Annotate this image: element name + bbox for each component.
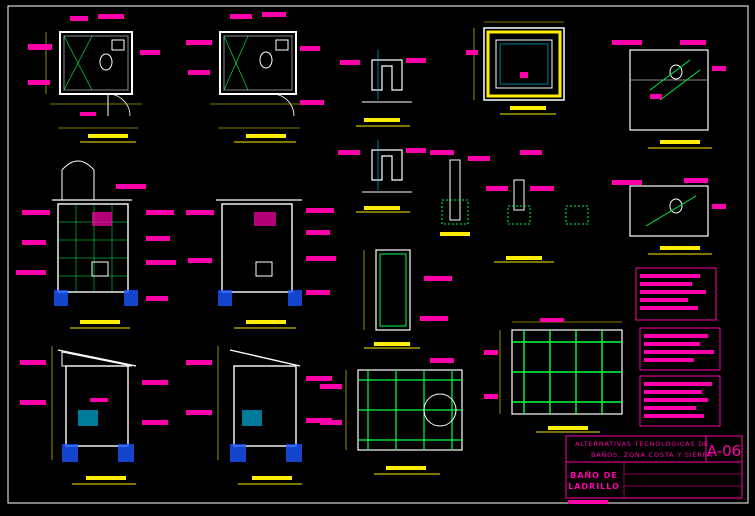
slab-plan <box>466 21 565 115</box>
roof-plan <box>484 318 623 433</box>
drawing-title-line2: LADRILLO <box>568 482 620 491</box>
sheet-frame <box>7 5 749 504</box>
foundation-plan <box>320 358 463 475</box>
wall-detail-2 <box>338 140 426 213</box>
plan-view-1 <box>28 14 160 143</box>
notes-box-2 <box>639 327 721 371</box>
section-view-3 <box>20 346 168 485</box>
section-view-1 <box>16 160 176 329</box>
title-block <box>565 435 743 504</box>
section-view-4 <box>186 346 332 485</box>
drawing-title-line1: BAÑO DE <box>570 470 618 480</box>
notes-box-3 <box>639 375 721 427</box>
sheet-number: A-06 <box>707 442 741 460</box>
project-name-line2: BAÑOS, ZONA COSTA Y SIERRA <box>591 450 713 459</box>
wall-detail-1 <box>340 50 426 127</box>
footing-detail-2 <box>486 150 589 263</box>
footing-detail-1 <box>430 150 490 236</box>
installation-plan-2 <box>612 178 726 255</box>
installation-plan-1 <box>612 40 726 149</box>
section-view-2 <box>186 199 336 329</box>
plan-view-2 <box>186 12 324 143</box>
project-name-line1: ALTERNATIVAS TECNOLOGICAS DE <box>575 440 709 448</box>
door-elevation <box>363 249 452 349</box>
notes-box-1 <box>635 267 717 321</box>
